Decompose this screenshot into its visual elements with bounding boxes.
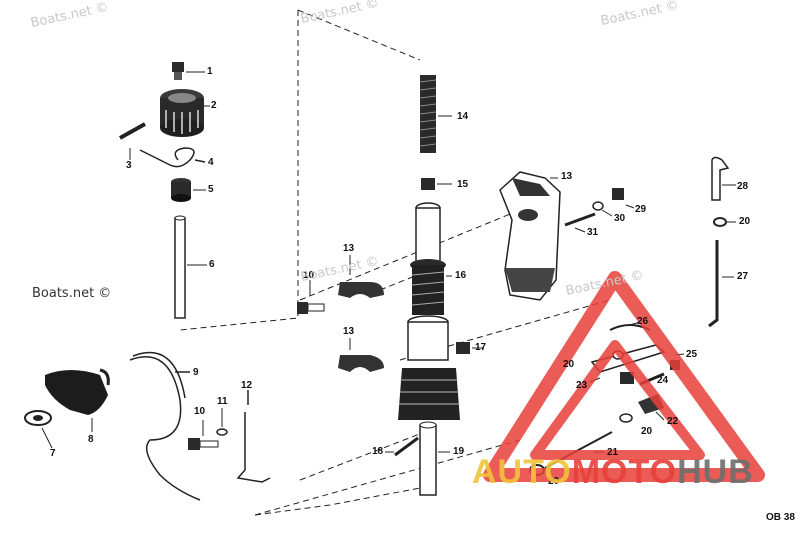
part-clamp-13-upper	[338, 255, 384, 298]
callout-3: 3	[126, 160, 132, 171]
part-washer-7	[24, 410, 53, 449]
part-bushing-15	[421, 178, 452, 190]
callout-13-upper-clamp: 13	[343, 243, 355, 254]
part-grip-8	[45, 368, 110, 432]
callout-13-housing: 13	[561, 171, 573, 182]
callout-2: 2	[211, 100, 217, 111]
callout-15: 15	[457, 179, 469, 190]
callout-20-mid-right: 20	[641, 426, 653, 437]
part-collar-5	[171, 178, 206, 202]
callout-4: 4	[208, 157, 214, 168]
part-washer-20-right	[713, 217, 736, 227]
callout-12: 12	[241, 380, 253, 391]
callout-10-upper: 10	[303, 270, 315, 281]
callout-28: 28	[737, 181, 749, 192]
part-rod-27	[708, 240, 734, 328]
callout-20-mid-left: 20	[563, 359, 575, 370]
callout-18: 18	[372, 446, 384, 457]
part-boot	[398, 315, 460, 420]
callout-24: 24	[657, 375, 669, 386]
callout-10-lower: 10	[194, 406, 206, 417]
part-tube-16	[410, 202, 452, 315]
logo-automotohub: AUTOMOTOHUB	[472, 452, 754, 492]
callout-5: 5	[208, 184, 214, 195]
callout-25: 25	[686, 349, 698, 360]
part-pin-3	[119, 122, 146, 160]
part-pin-18	[385, 436, 419, 457]
callout-30: 30	[614, 213, 626, 224]
callout-17: 17	[475, 342, 487, 353]
part-nut-17	[456, 342, 484, 354]
part-gear-2	[160, 89, 210, 137]
reference-code: OB 38	[766, 512, 795, 523]
part-shaft-19	[419, 421, 450, 496]
callout-1: 1	[207, 66, 213, 77]
callout-31: 31	[587, 227, 599, 238]
callout-13-lower-clamp: 13	[343, 326, 355, 337]
part-lever-28	[711, 156, 736, 201]
part-bolt-10-lower	[188, 420, 219, 450]
part-washer-30	[592, 201, 613, 217]
part-stud-31	[564, 212, 596, 233]
watermark-boats-net-left: Boats.net ©	[32, 286, 112, 301]
callout-26: 26	[637, 316, 649, 327]
callout-29: 29	[635, 204, 647, 215]
callout-20-right: 20	[739, 216, 751, 227]
part-screw-1	[172, 62, 205, 80]
callout-21: 21	[607, 447, 619, 458]
callout-27: 27	[737, 271, 749, 282]
part-clamp-13-lower	[338, 338, 384, 372]
logo-text-moto: MOTO	[571, 453, 678, 491]
logo-text-hub: HUB	[677, 453, 754, 491]
callout-7: 7	[50, 448, 56, 459]
logo-text-auto: AUTO	[472, 453, 572, 491]
part-clip-4	[139, 147, 206, 168]
part-cable-9	[129, 351, 201, 501]
callout-23: 23	[576, 380, 588, 391]
callout-19: 19	[453, 446, 465, 457]
part-bolt-10-upper	[297, 280, 325, 314]
callout-6: 6	[209, 259, 215, 270]
callout-14: 14	[457, 111, 469, 122]
logo-watermark-triangle	[483, 271, 765, 482]
callout-9: 9	[193, 367, 199, 378]
part-bracket-12	[236, 390, 271, 483]
part-washer-11	[216, 408, 228, 436]
part-shaft-6	[174, 215, 207, 319]
part-housing-13	[499, 171, 561, 301]
part-spring-14	[419, 75, 452, 153]
callout-22: 22	[667, 416, 679, 427]
callout-8: 8	[88, 434, 94, 445]
part-nut-29	[612, 188, 635, 209]
callout-16: 16	[455, 270, 467, 281]
callout-11: 11	[217, 396, 228, 407]
callout-20-lower: 20	[548, 476, 560, 487]
